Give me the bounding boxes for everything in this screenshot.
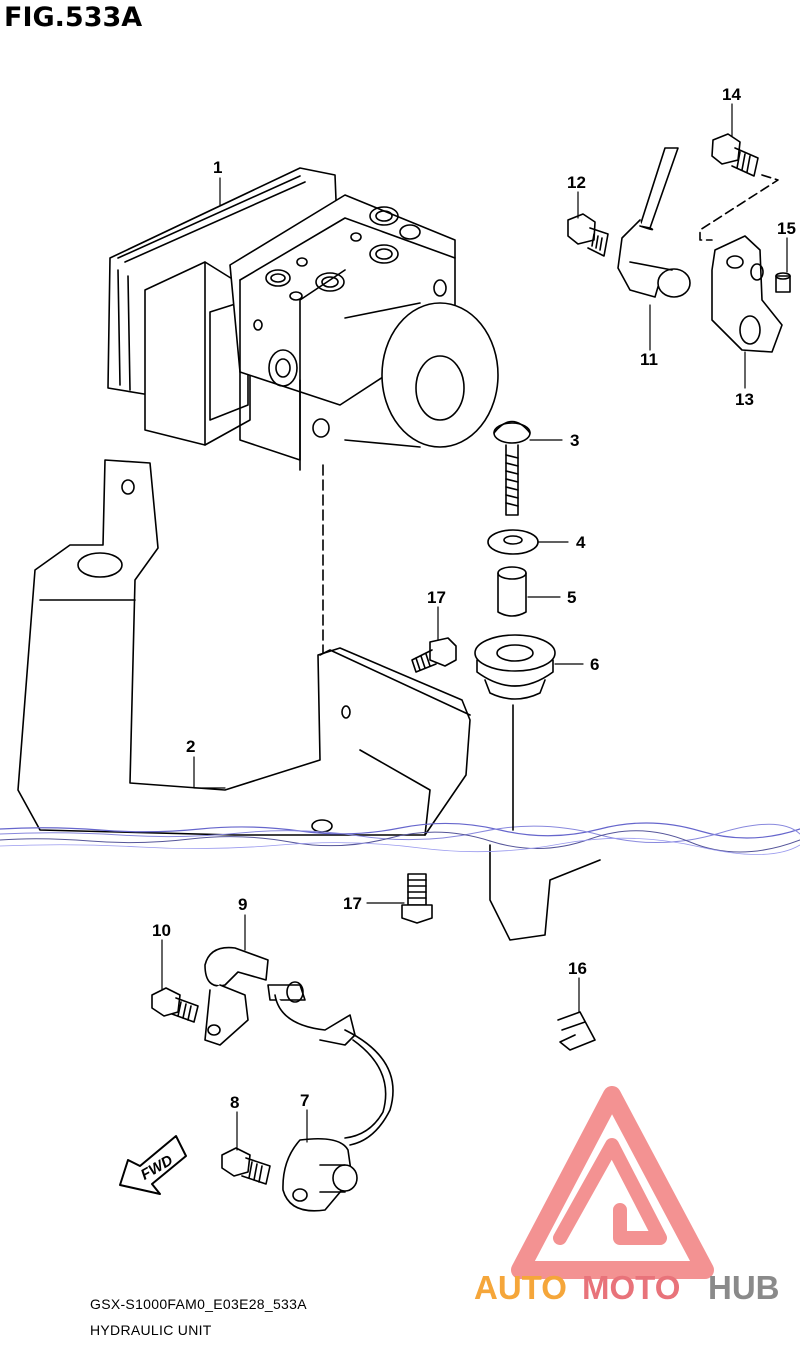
bolt-part-17-upper	[411, 637, 457, 673]
callout-5: 5	[567, 588, 576, 607]
callout-15: 15	[777, 219, 796, 238]
callout-2: 2	[186, 737, 195, 756]
callout-8: 8	[230, 1093, 239, 1112]
watermark-moto: MOTO	[582, 1269, 680, 1306]
watermark-auto: AUTO	[474, 1269, 567, 1306]
bracket-part	[17, 459, 601, 941]
collar-part-5	[497, 566, 527, 617]
callout-17-lower: 17	[343, 894, 362, 913]
image-break-band	[0, 822, 800, 855]
bolt-part-12	[567, 213, 609, 257]
callout-6: 6	[590, 655, 599, 674]
figure-title: FIG.533A	[4, 2, 143, 33]
figure-code: GSX-S1000FAM0_E03E28_533A	[90, 1296, 307, 1312]
callout-7: 7	[300, 1091, 309, 1110]
clamp-part-9	[204, 946, 269, 1046]
bolt-part-10	[151, 987, 199, 1023]
figure-name: HYDRAULIC UNIT	[90, 1322, 212, 1338]
watermark-hub: HUB	[708, 1269, 780, 1306]
watermark-logo	[511, 1086, 714, 1279]
bolt-part-17-lower	[401, 873, 433, 924]
bolt-part-3	[493, 420, 531, 516]
hydraulic-unit-part	[107, 167, 499, 471]
callout-1: 1	[213, 158, 222, 177]
callout-4: 4	[576, 533, 586, 552]
clip-part-16	[557, 1011, 596, 1051]
bolt-part-14	[711, 133, 759, 177]
callout-13: 13	[735, 390, 754, 409]
bolt-part-8	[221, 1147, 271, 1185]
leader-lines	[161, 103, 788, 1151]
callout-3: 3	[570, 431, 579, 450]
callout-14: 14	[722, 85, 741, 104]
callout-12: 12	[567, 173, 586, 192]
mount-line-3	[699, 174, 779, 241]
speed-sensor-part-7	[267, 981, 394, 1212]
sensor-part-11	[617, 147, 691, 298]
pin-part-15	[775, 272, 791, 293]
washer-part-4	[487, 529, 539, 555]
grommet-part-6	[474, 634, 556, 700]
callout-10: 10	[152, 921, 171, 940]
callout-9: 9	[238, 895, 247, 914]
watermark-text: AUTO MOTO HUB	[474, 1269, 780, 1306]
callout-16: 16	[568, 959, 587, 978]
sensor-bracket-part-13	[711, 235, 783, 353]
callout-17-upper: 17	[427, 588, 446, 607]
fwd-arrow-icon: FWD	[119, 1135, 187, 1195]
callout-labels: 1 2 3 4 5 6 7 8 9 10 11 12 13 14 15 16 1…	[152, 85, 796, 1112]
callout-11: 11	[640, 350, 658, 369]
